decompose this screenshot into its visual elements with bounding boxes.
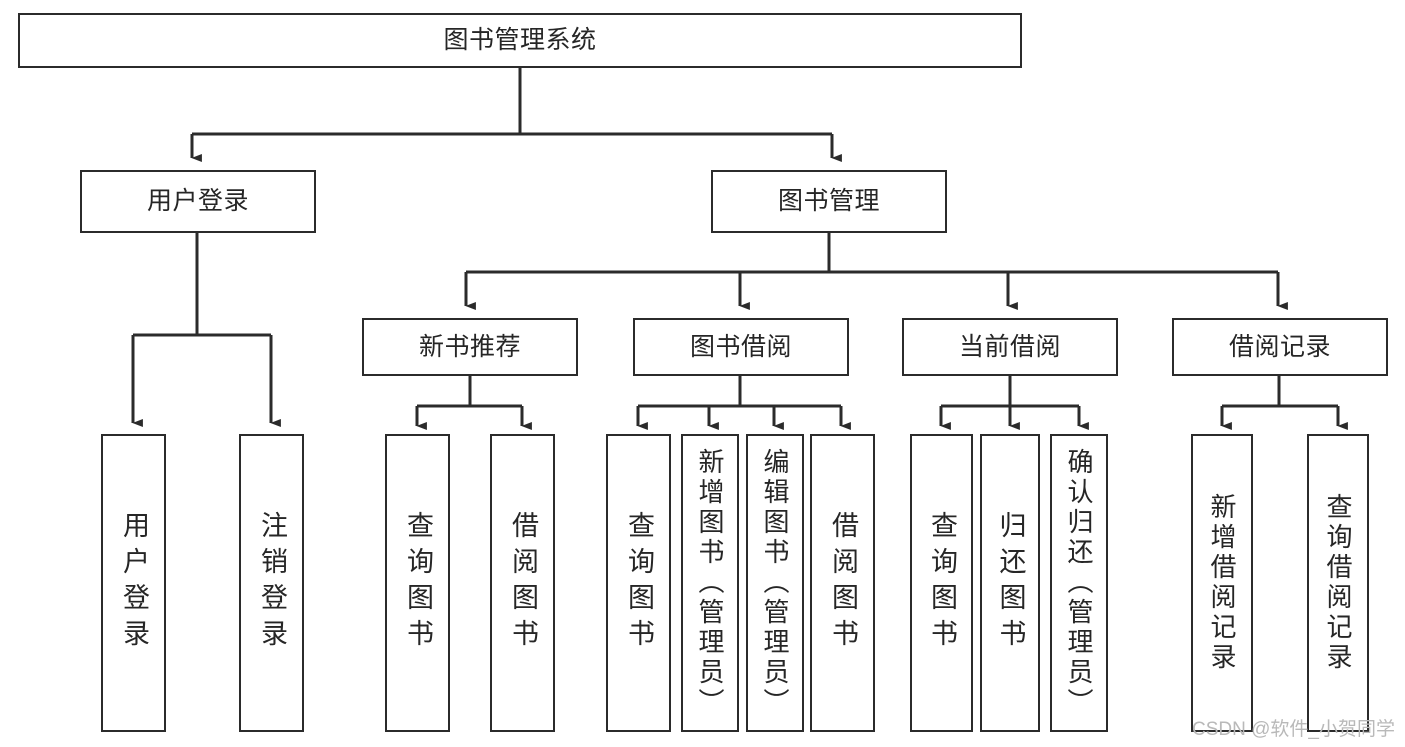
node-label: 查询图书 <box>624 511 654 655</box>
node-leaf-user-login[interactable]: 用户登录 <box>101 434 166 732</box>
node-root-book-management-system[interactable]: 图书管理系统 <box>18 13 1022 68</box>
node-leaf-logout[interactable]: 注销登录 <box>239 434 304 732</box>
node-label: 图书管理 <box>777 187 880 215</box>
node-leaf-query-book-3[interactable]: 查询图书 <box>910 434 973 732</box>
node-label: 查询图书 <box>927 511 957 655</box>
node-label: 新增图书（管理员） <box>695 448 725 718</box>
node-label: 图书管理系统 <box>443 26 597 54</box>
node-leaf-query-borrow-record[interactable]: 查询借阅记录 <box>1307 434 1369 732</box>
node-leaf-return-book[interactable]: 归还图书 <box>980 434 1040 732</box>
node-label: 用户登录 <box>146 187 249 215</box>
watermark-text: CSDN @软件_小贺同学 <box>1192 719 1395 740</box>
node-leaf-add-borrow-record[interactable]: 新增借阅记录 <box>1191 434 1253 732</box>
node-new-book-recommendation[interactable]: 新书推荐 <box>362 318 578 376</box>
node-label: 用户登录 <box>119 511 149 655</box>
node-leaf-borrow-book-2[interactable]: 借阅图书 <box>810 434 875 732</box>
node-label: 借阅记录 <box>1228 332 1331 361</box>
node-leaf-add-book-admin[interactable]: 新增图书（管理员） <box>681 434 739 732</box>
node-leaf-confirm-return-admin[interactable]: 确认归还（管理员） <box>1050 434 1108 732</box>
node-label: 当前借阅 <box>958 332 1061 361</box>
node-book-borrowing[interactable]: 图书借阅 <box>633 318 849 376</box>
node-current-borrowing[interactable]: 当前借阅 <box>902 318 1118 376</box>
node-label: 借阅图书 <box>828 511 858 655</box>
node-label: 查询借阅记录 <box>1323 493 1353 673</box>
node-leaf-query-book-2[interactable]: 查询图书 <box>606 434 671 732</box>
node-book-management[interactable]: 图书管理 <box>711 170 947 233</box>
node-label: 注销登录 <box>257 511 287 655</box>
node-label: 新增借阅记录 <box>1207 493 1237 673</box>
node-leaf-query-book-1[interactable]: 查询图书 <box>385 434 450 732</box>
node-label: 查询图书 <box>403 511 433 655</box>
node-user-login[interactable]: 用户登录 <box>80 170 316 233</box>
node-label: 借阅图书 <box>508 511 538 655</box>
node-label: 编辑图书（管理员） <box>760 448 790 718</box>
node-label: 归还图书 <box>995 511 1026 655</box>
node-borrowing-records[interactable]: 借阅记录 <box>1172 318 1388 376</box>
node-label: 新书推荐 <box>418 332 521 361</box>
node-label: 图书借阅 <box>689 332 792 361</box>
node-leaf-edit-book-admin[interactable]: 编辑图书（管理员） <box>746 434 804 732</box>
node-leaf-borrow-book-1[interactable]: 借阅图书 <box>490 434 555 732</box>
node-label: 确认归还（管理员） <box>1064 448 1094 718</box>
